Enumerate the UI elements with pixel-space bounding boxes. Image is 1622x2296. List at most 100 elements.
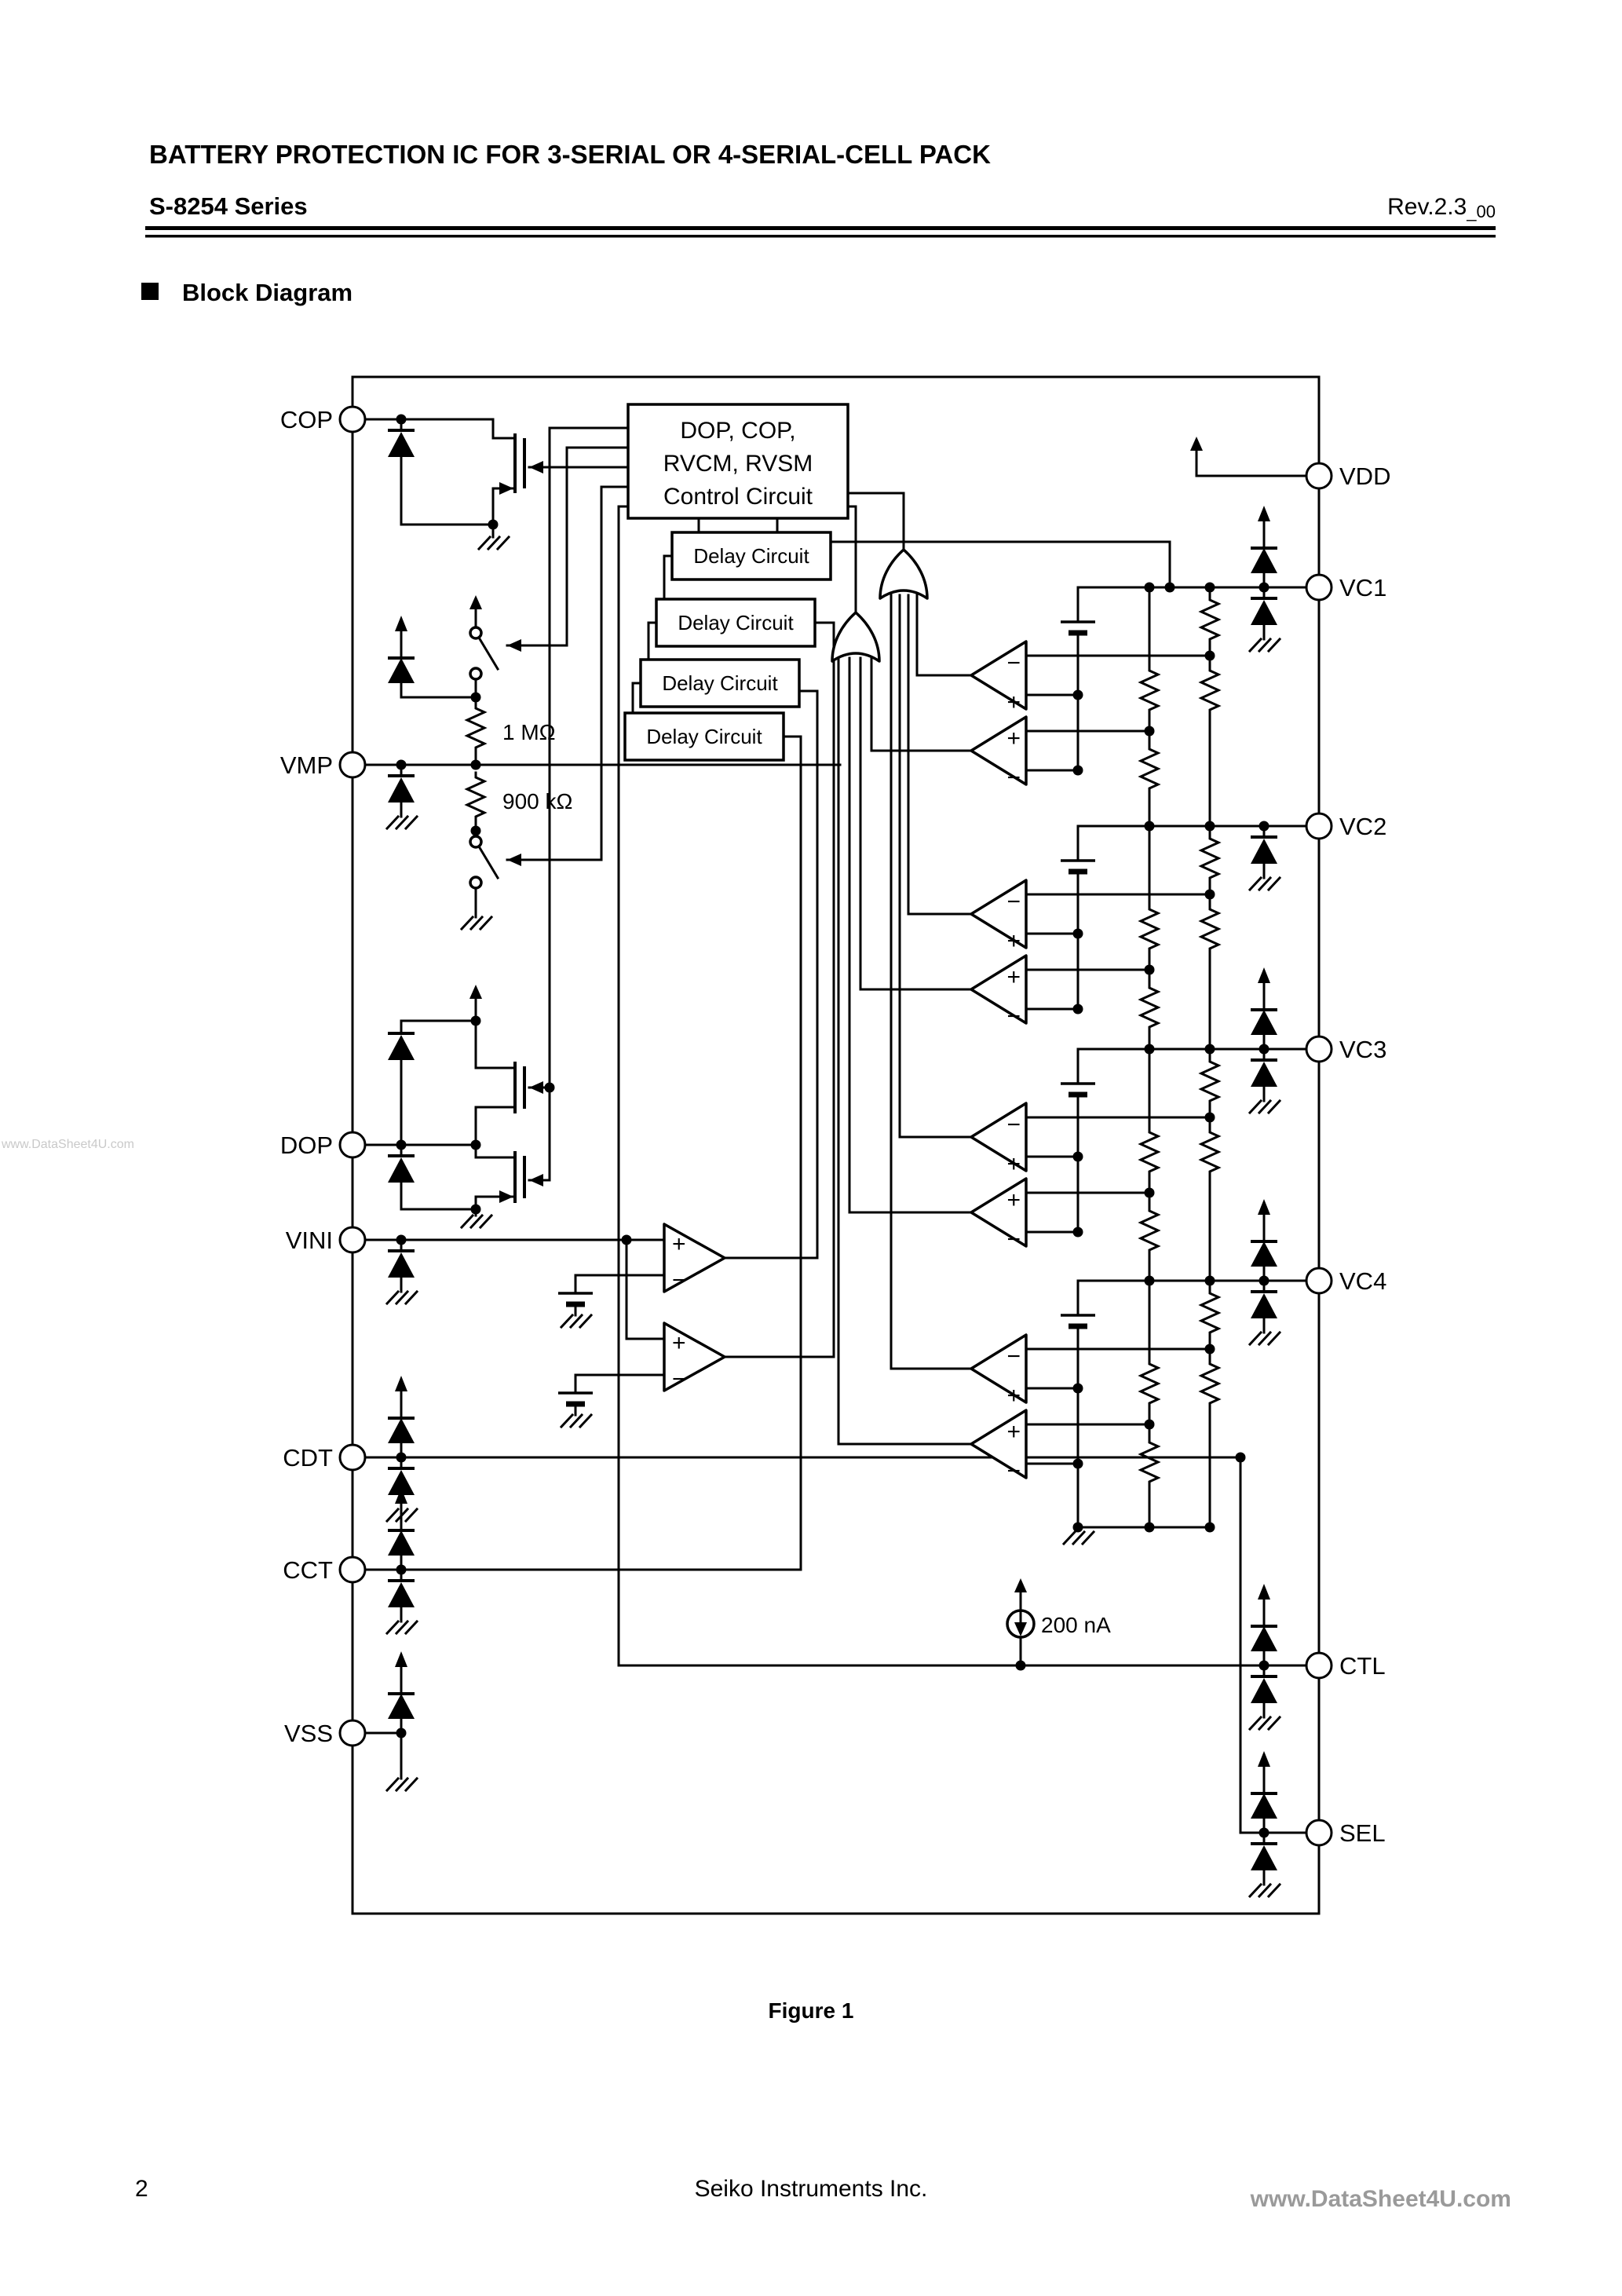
pin-vc4-label: VC4 — [1339, 1267, 1386, 1295]
control-box-line2: RVCM, RVSM — [663, 451, 813, 477]
plus-sign: + — [1006, 726, 1021, 751]
minus-sign: − — [1006, 1112, 1021, 1138]
pin-vc4-terminal — [1305, 1267, 1333, 1295]
pin-vss-terminal — [338, 1719, 367, 1747]
vmp-section: 1 MΩ 900 kΩ — [385, 614, 572, 930]
plus-sign: + — [1006, 1187, 1021, 1213]
pin-vss-label: VSS — [284, 1720, 333, 1747]
delay-circuit-3 — [639, 658, 801, 708]
page-number: 2 — [135, 2176, 148, 2202]
mosfets — [513, 433, 526, 1203]
pin-ctl-terminal — [1305, 1651, 1333, 1680]
reference-source-icon — [558, 1293, 593, 1304]
control-stubs — [631, 492, 1171, 715]
minus-sign: − — [1006, 889, 1021, 915]
switch-contact — [469, 626, 483, 640]
pin-vc1-label: VC1 — [1339, 574, 1386, 601]
pin-vmp-label: VMP — [280, 751, 333, 779]
control-box-line3: Control Circuit — [663, 484, 813, 510]
header-rule-bottom — [145, 235, 1496, 238]
plus-sign: + — [1006, 928, 1021, 954]
figure-caption: Figure 1 — [769, 1998, 854, 2023]
clamp-diode-down-icon — [385, 763, 418, 830]
vini-section: + − + − — [385, 1223, 726, 1428]
switch-contact — [469, 876, 483, 890]
switch-contact — [469, 667, 483, 681]
delay-circuit-4-label: Delay Circuit — [646, 725, 762, 748]
pin-vc3-terminal — [1305, 1035, 1333, 1063]
gate-arrow-icon — [529, 1081, 543, 1094]
pin-vini-label: VINI — [286, 1227, 333, 1254]
pin-vini-terminal — [338, 1226, 367, 1254]
pin-dop-label: DOP — [280, 1132, 333, 1159]
minus-sign: − — [1006, 1344, 1021, 1369]
pin-sel-label: SEL — [1339, 1819, 1386, 1847]
pin-vc2-label: VC2 — [1339, 813, 1386, 840]
current-source: 200 nA — [1006, 1578, 1111, 1639]
delay-circuit-1-label: Delay Circuit — [693, 544, 809, 568]
pin-vdd-terminal — [1305, 462, 1333, 490]
section-title: Block Diagram — [182, 279, 353, 306]
plus-sign: + — [1006, 964, 1021, 990]
minus-sign: − — [1006, 1458, 1021, 1484]
plus-sign: + — [672, 1231, 686, 1257]
clamp-diode-up-icon — [386, 1486, 416, 1571]
pin-cct-label: CCT — [283, 1556, 333, 1584]
minus-sign: − — [672, 1267, 686, 1293]
pin-vc3-label: VC3 — [1339, 1036, 1386, 1063]
cell-comparators: − + + − − + + − − + + − − + + − — [970, 640, 1028, 1484]
pin-cop-terminal — [338, 405, 367, 433]
vplus-arrow-icon — [469, 595, 482, 609]
ground-icon — [460, 1214, 493, 1229]
cop-clamp-diode — [388, 429, 510, 550]
minus-sign: − — [672, 1366, 686, 1392]
gate-arrow-icon — [529, 461, 543, 473]
pin-sel-terminal — [1305, 1819, 1333, 1847]
clamp-diode-down-icon — [385, 1568, 418, 1635]
gate-arrow-icon — [529, 1174, 543, 1186]
ground-icon — [1062, 1530, 1095, 1545]
or-gate-1 — [879, 548, 929, 600]
bullet-square-icon — [141, 283, 159, 300]
company-name: Seiko Instruments Inc. — [695, 2176, 928, 2202]
header: BATTERY PROTECTION IC FOR 3-SERIAL OR 4-… — [145, 140, 1496, 238]
or-gate-2 — [831, 611, 881, 663]
ground-icon — [460, 916, 493, 930]
clamp-diode-up-icon — [386, 1650, 416, 1735]
wires-left — [351, 418, 1308, 1780]
ground-icon — [560, 1314, 593, 1329]
pin-ctl-label: CTL — [1339, 1652, 1386, 1680]
minus-sign: − — [1006, 1227, 1021, 1252]
vdd-arrow-icon — [1190, 437, 1203, 451]
series-name: S-8254 Series — [149, 192, 308, 220]
pin-vdd-label: VDD — [1339, 462, 1390, 490]
pin-vc1-terminal — [1305, 573, 1333, 601]
delay-circuit-2-label: Delay Circuit — [678, 611, 794, 634]
plus-sign: + — [1006, 689, 1021, 715]
dop-mosfet-lower — [513, 1151, 526, 1203]
resistor-900k-label: 900 kΩ — [502, 789, 572, 813]
pin-cct-terminal — [338, 1556, 367, 1584]
plus-sign: + — [1006, 1151, 1021, 1177]
vplus-arrow-icon — [1014, 1578, 1027, 1592]
header-rule-top — [145, 226, 1496, 230]
current-source-label: 200 nA — [1041, 1613, 1111, 1637]
switch-contact — [469, 835, 483, 849]
revision: Rev.2.3_00 — [1387, 194, 1496, 221]
vplus-arrow-icon — [469, 985, 482, 999]
pin-dop-terminal — [338, 1131, 367, 1159]
ground-icon — [477, 536, 510, 550]
dop-section — [388, 1032, 493, 1229]
pin-vc2-terminal — [1305, 812, 1333, 840]
reference-source-icon — [558, 1393, 593, 1404]
control-circuit-box — [627, 403, 849, 520]
minus-sign: − — [1006, 765, 1021, 791]
site-watermark: www.DataSheet4U.com — [1250, 2186, 1511, 2212]
resistor-1m-label: 1 MΩ — [502, 720, 556, 744]
delay-circuit-1 — [670, 531, 832, 581]
clamp-diode-up-icon — [386, 1374, 416, 1459]
pin-cop-label: COP — [280, 406, 333, 433]
plus-sign: + — [1006, 1383, 1021, 1409]
footer: 2 Seiko Instruments Inc. www.DataSheet4U… — [135, 2176, 1511, 2212]
